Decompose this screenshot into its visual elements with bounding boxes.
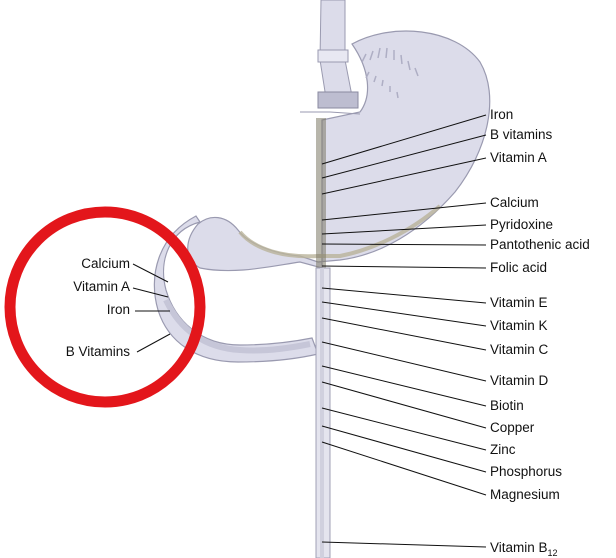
label-left: B Vitamins <box>66 344 131 359</box>
label-b12-subscript: 12 <box>548 548 558 558</box>
label-right: Vitamin K <box>490 318 548 333</box>
label-right: Zinc <box>490 442 516 457</box>
label-right: Pantothenic acid <box>490 237 590 252</box>
label-right: Biotin <box>490 398 524 413</box>
label-left: Vitamin A <box>73 279 130 294</box>
leader-line-right <box>322 266 486 268</box>
small-intestine-inner <box>320 268 324 558</box>
label-right: Pyridoxine <box>490 217 553 232</box>
label-right: Vitamin E <box>490 295 548 310</box>
label-right: B vitamins <box>490 127 553 142</box>
label-right: Vitamin A <box>490 150 547 165</box>
leader-line-right <box>322 408 486 450</box>
label-right: Calcium <box>490 195 539 210</box>
leader-line-right <box>322 382 486 428</box>
stomach-top-edge <box>300 112 360 114</box>
label-right: Phosphorus <box>490 464 562 479</box>
label-vitamin-b12: Vitamin B12 <box>490 540 558 558</box>
label-left: Calcium <box>81 256 130 271</box>
label-right: Folic acid <box>490 260 547 275</box>
label-right: Vitamin C <box>490 342 549 357</box>
leader-line-right <box>322 366 486 406</box>
label-left: Iron <box>107 302 130 317</box>
leader-line-right <box>322 426 486 472</box>
leader-line-right <box>322 342 486 381</box>
leader-line-right <box>322 288 486 303</box>
esophagus-band <box>318 50 348 62</box>
esophagus <box>320 0 352 98</box>
label-right: Iron <box>490 107 513 122</box>
leader-line-left <box>137 334 170 352</box>
label-right: Vitamin D <box>490 373 549 388</box>
esophageal-sphincter <box>318 92 358 108</box>
label-right: Copper <box>490 420 535 435</box>
leader-line-b12 <box>322 542 486 547</box>
label-right: Magnesium <box>490 487 560 502</box>
label-b12-text: Vitamin B <box>490 540 548 555</box>
leader-line-right <box>322 442 486 495</box>
